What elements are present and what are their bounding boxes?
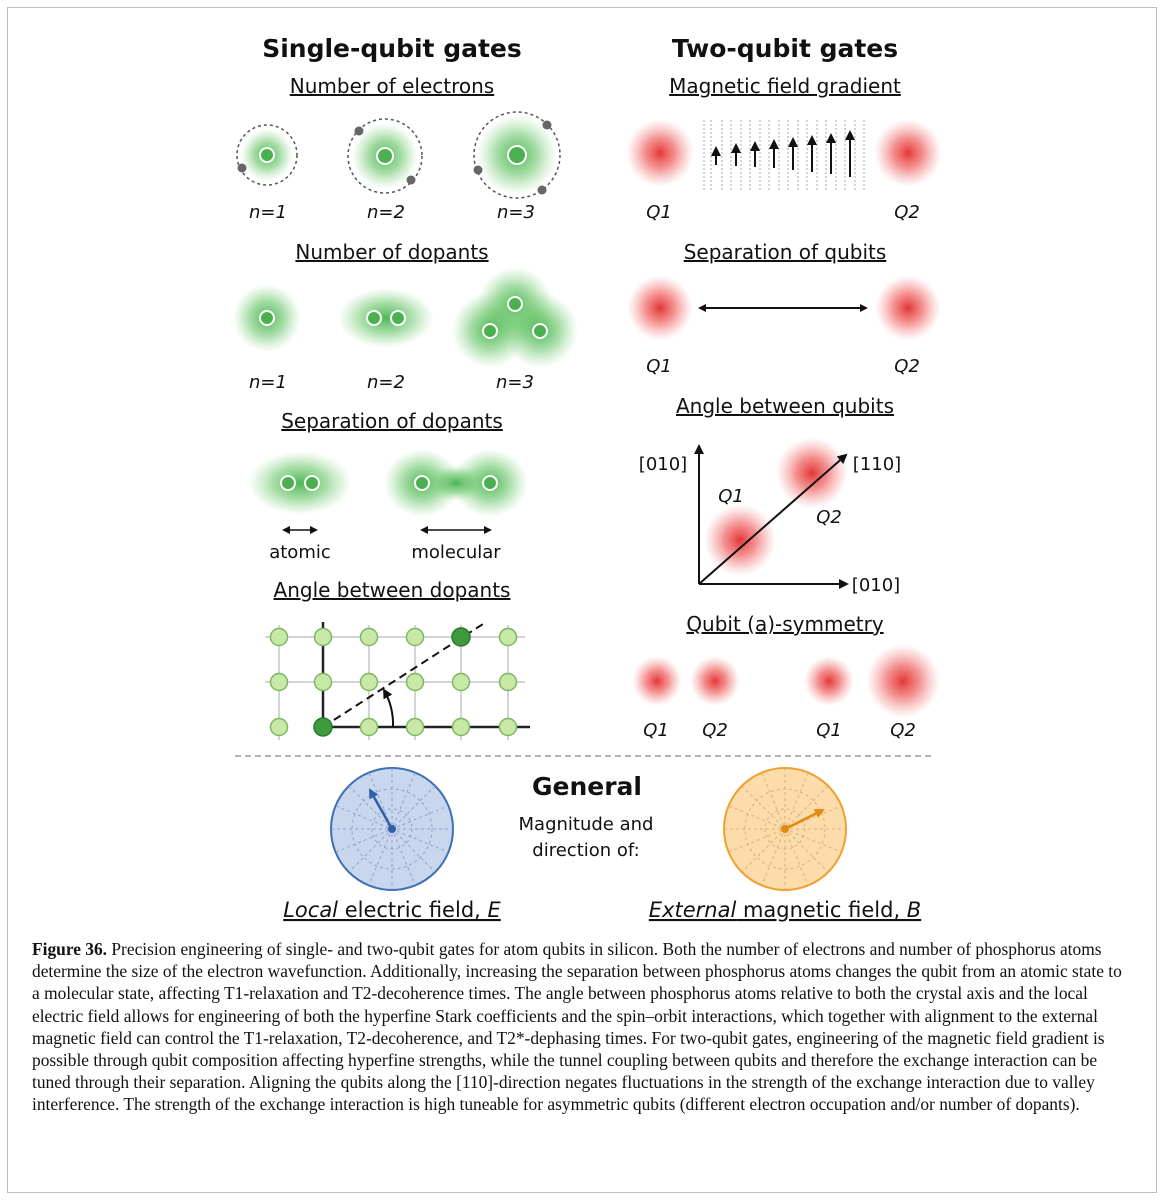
dopants-label-n1: n=1 — [249, 372, 287, 393]
magnetic-field-gradient-heading: Magnetic field gradient — [669, 74, 901, 98]
symmetry-q2-left: Q2 — [702, 720, 728, 741]
separation-of-dopants-heading: Separation of dopants — [281, 409, 503, 433]
gradient-q1-label: Q1 — [646, 202, 672, 223]
caption-label: Figure 36. — [32, 939, 108, 959]
two-qubit-title: Two-qubit gates — [672, 34, 898, 63]
angle-between-dopants-heading: Angle between dopants — [274, 578, 511, 602]
dopant-cluster-n1 — [233, 284, 301, 352]
symmetry-q1-right: Q1 — [816, 720, 842, 741]
electrons-label-n3: n=3 — [497, 202, 535, 223]
atomic-label: atomic — [269, 542, 331, 563]
number-of-dopants-heading: Number of dopants — [295, 240, 488, 264]
separation-q1-label: Q1 — [646, 356, 672, 377]
dopant-cluster-n3 — [452, 267, 578, 368]
symmetry-q2-right: Q2 — [890, 720, 916, 741]
separation-of-qubits-heading: Separation of qubits — [684, 240, 887, 264]
figure-frame — [7, 7, 1157, 1193]
molecular-label: molecular — [411, 542, 501, 563]
angle-between-qubits-heading: Angle between qubits — [676, 394, 894, 418]
electron-orbital-n3 — [473, 111, 561, 199]
symmetry-q1-left: Q1 — [643, 720, 669, 741]
magnetic-field-polar — [723, 767, 847, 891]
axis-label-x: [010] — [852, 575, 900, 596]
axis-label-y: [010] — [639, 454, 687, 475]
axis-label-diag: [110] — [853, 454, 901, 475]
local-electric-field-label: Local electric field, E — [283, 898, 501, 922]
separation-q2-label: Q2 — [894, 356, 920, 377]
figure-caption: Figure 36. Precision engineering of sing… — [32, 938, 1132, 1116]
general-desc-line2: direction of: — [532, 840, 639, 861]
qubit-angle-diagram — [694, 437, 849, 589]
qubit-symmetry-heading: Qubit (a)-symmetry — [686, 612, 884, 636]
electrons-label-n2: n=2 — [367, 202, 405, 223]
external-magnetic-field-label: External magnetic field, B — [649, 898, 921, 922]
gradient-q2-label: Q2 — [894, 202, 920, 223]
molecular-pair — [384, 449, 528, 534]
dopants-label-n2: n=2 — [367, 372, 405, 393]
single-qubit-title: Single-qubit gates — [262, 34, 522, 63]
caption-text: Precision engineering of single- and two… — [32, 939, 1122, 1115]
dopants-label-n3: n=3 — [496, 372, 534, 393]
general-title: General — [532, 772, 642, 801]
electron-orbital-n2 — [347, 118, 423, 194]
angle-q2-label: Q2 — [816, 507, 842, 528]
dopant-cluster-n2 — [338, 288, 434, 348]
figure-illustration: Single-qubit gates Number of electrons n… — [233, 34, 942, 922]
dopant-lattice — [265, 622, 530, 740]
number-of-electrons-heading: Number of electrons — [290, 74, 494, 98]
general-desc-line1: Magnitude and — [519, 814, 654, 835]
electric-field-polar — [330, 767, 454, 891]
electron-orbital-n1 — [236, 124, 298, 186]
symmetry-qubits — [632, 644, 940, 718]
atomic-pair — [248, 451, 352, 534]
angle-q1-label: Q1 — [718, 486, 744, 507]
separated-qubits — [627, 275, 941, 341]
gradient-qubits — [626, 119, 942, 192]
electrons-label-n1: n=1 — [249, 202, 287, 223]
